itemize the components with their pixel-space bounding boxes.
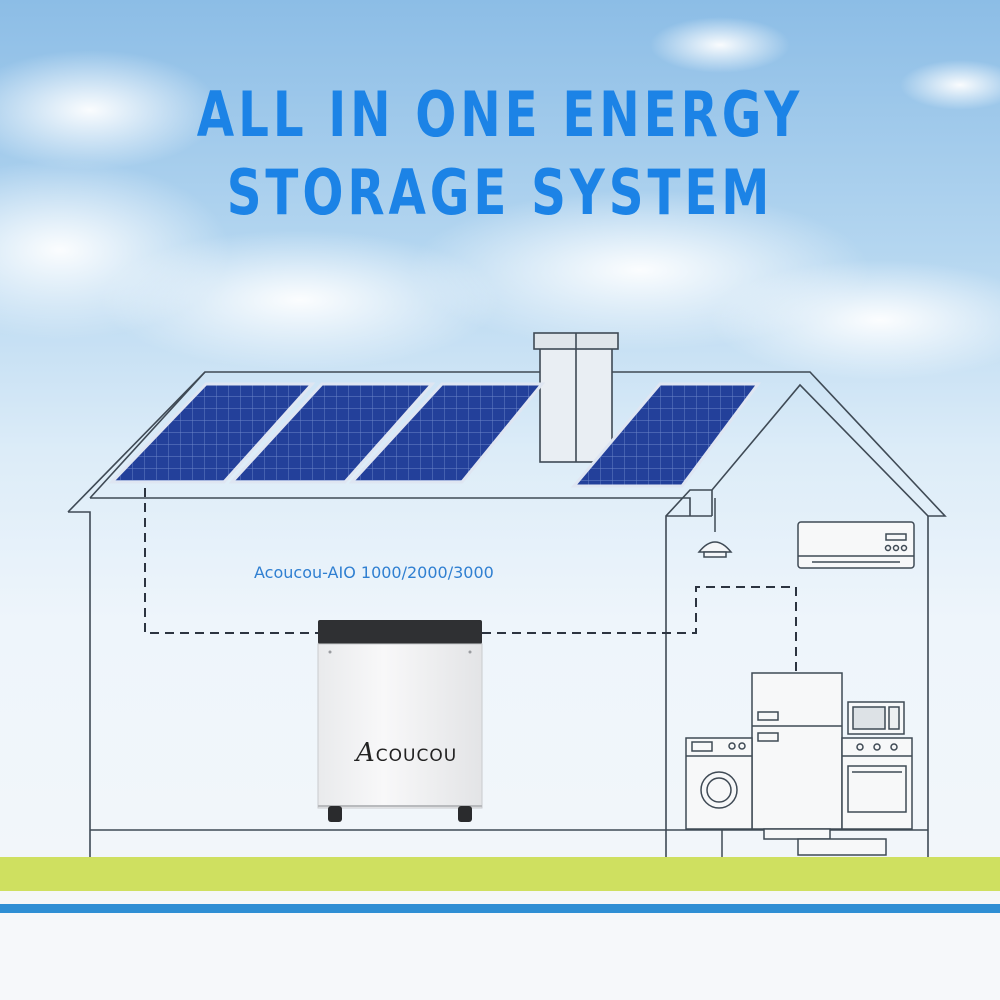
house-outline (67, 371, 947, 857)
battery-unit-icon (317, 620, 483, 822)
air-conditioner-icon (797, 521, 915, 569)
refrigerator-icon (751, 672, 843, 840)
ground-stripes (0, 857, 1000, 1000)
solar-panel-icon (108, 382, 316, 484)
clouds (0, 17, 1000, 380)
solar-panel-icon (348, 382, 546, 484)
solar-panels (108, 382, 761, 488)
washing-machine-icon (685, 737, 753, 830)
brand-logo-rest: COUCOU (375, 746, 458, 766)
stove-icon (721, 737, 913, 857)
brand-logo-initial: A (356, 738, 376, 768)
chimney-icon (533, 332, 619, 463)
solar-panel-icon (228, 382, 436, 484)
headline-line-2: STORAGE SYSTEM (226, 156, 774, 229)
headline-line-1: ALL IN ONE ENERGY (196, 78, 804, 151)
solar-panel-icon (570, 382, 761, 488)
wiring (144, 488, 797, 673)
brand-logo: ACOUCOU (356, 738, 457, 768)
ceiling-lamp-icon (697, 498, 733, 558)
microwave-icon (847, 701, 905, 735)
model-label: Acoucou-AIO 1000/2000/3000 (254, 563, 494, 582)
